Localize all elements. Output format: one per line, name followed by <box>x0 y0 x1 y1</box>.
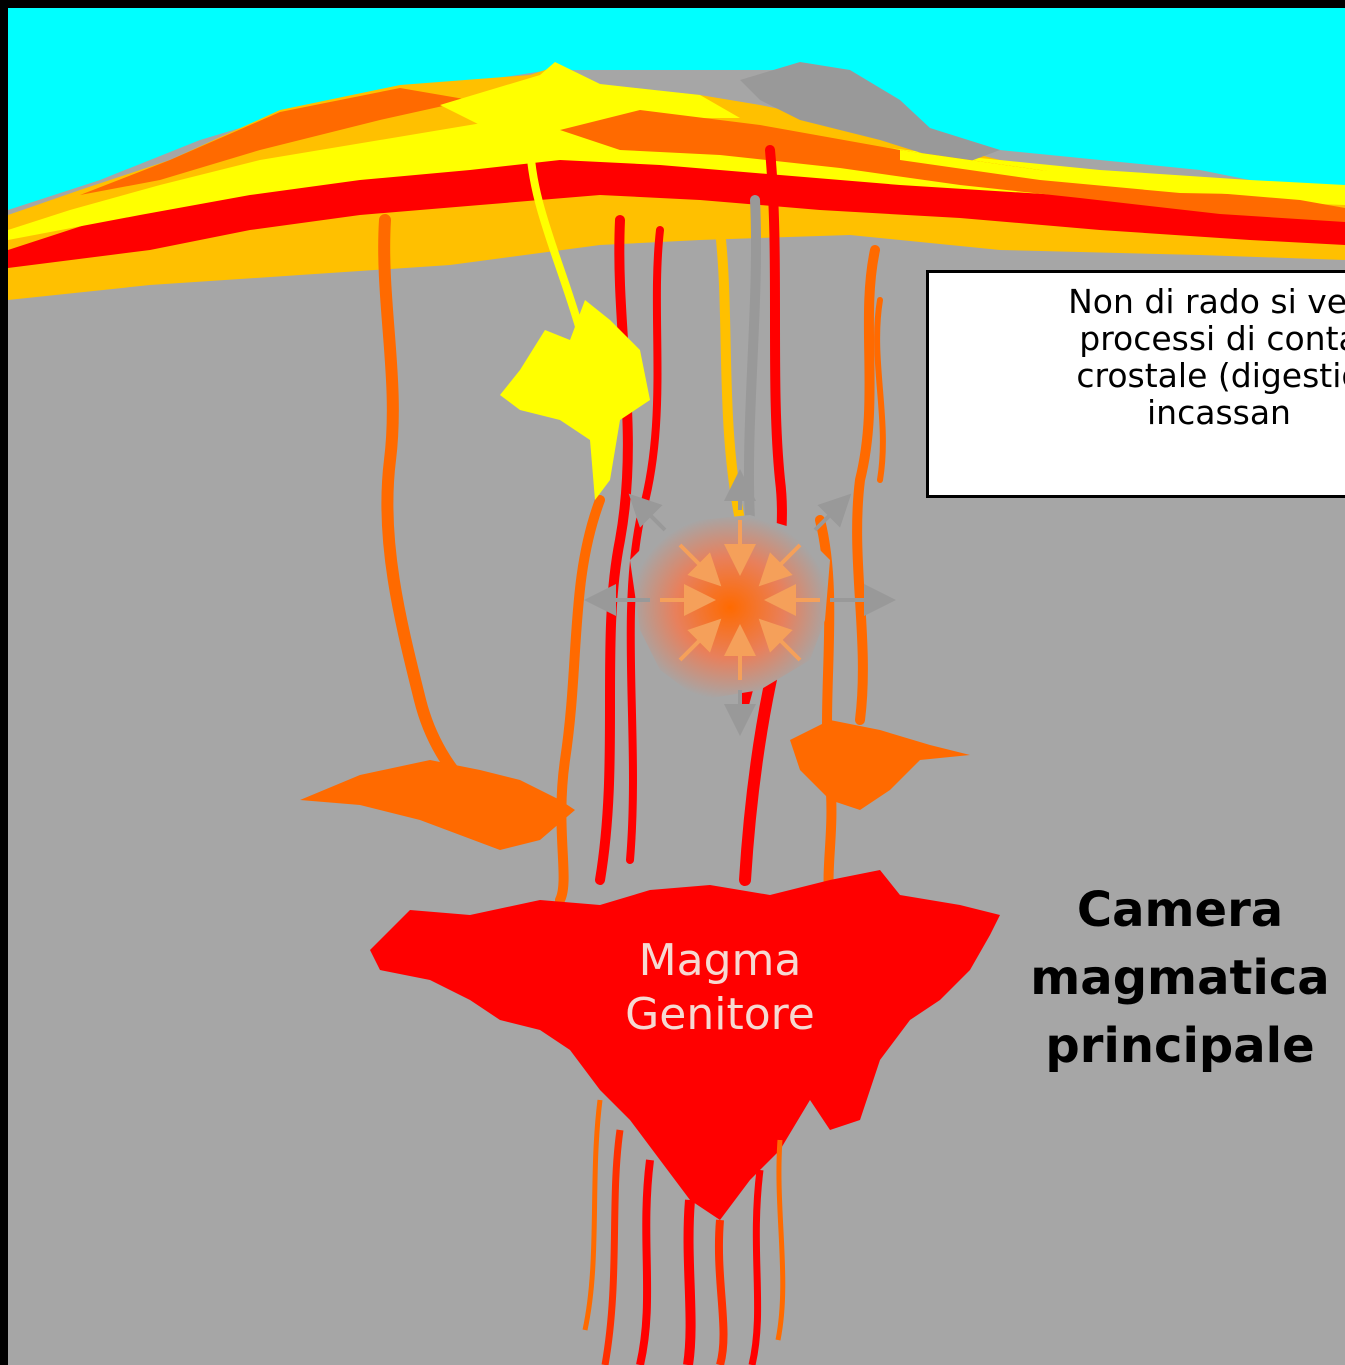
callout-text: Non di rado si veri processi di conta cr… <box>959 283 1345 431</box>
assimilation-callout-box: Non di rado si veri processi di conta cr… <box>926 270 1345 498</box>
main-chamber-label: Camera magmatica principale <box>1000 876 1345 1080</box>
parent-magma-label: Magma Genitore <box>560 934 880 1042</box>
